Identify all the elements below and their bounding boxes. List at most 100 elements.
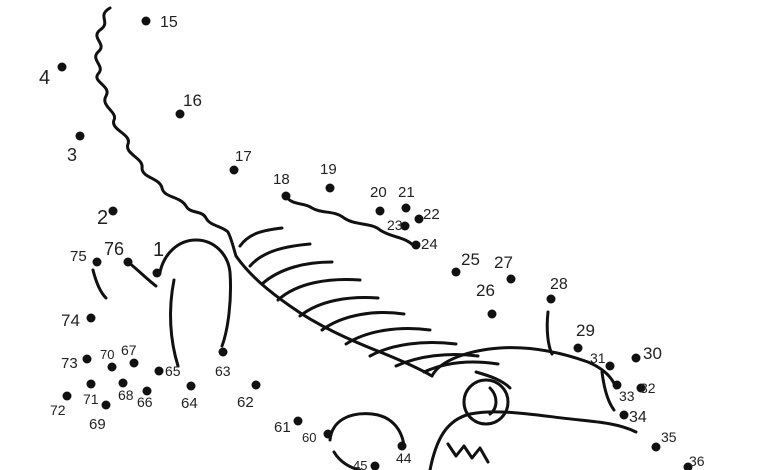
dot-71 — [86, 379, 96, 389]
dot-23 — [400, 221, 410, 231]
dot-label-15: 15 — [160, 14, 178, 31]
dot-34 — [619, 410, 629, 420]
dot-label-36: 36 — [689, 453, 705, 469]
dot-label-66: 66 — [137, 394, 153, 410]
dot-44 — [397, 441, 407, 451]
dot-label-75: 75 — [70, 248, 87, 265]
dot-17 — [229, 165, 239, 175]
dot-label-76: 76 — [104, 239, 124, 259]
rear-foot-line — [91, 268, 108, 300]
dot-label-62: 62 — [237, 394, 254, 411]
dot-label-45: 45 — [353, 458, 367, 470]
dot-label-64: 64 — [181, 395, 198, 412]
dot-label-30: 30 — [643, 344, 662, 363]
dot-64 — [186, 381, 196, 391]
dot-label-16: 16 — [183, 91, 202, 110]
dot-32 — [636, 383, 646, 393]
dot-72 — [62, 391, 72, 401]
nostril-line — [600, 370, 616, 412]
dot-label-67: 67 — [121, 342, 137, 358]
dot-label-32: 32 — [640, 380, 656, 396]
front-leg-outline — [158, 238, 232, 348]
dot-label-33: 33 — [619, 388, 635, 404]
dot-label-22: 22 — [423, 206, 440, 223]
dot-26 — [487, 309, 497, 319]
dot-label-70: 70 — [100, 347, 114, 362]
dot-label-44: 44 — [396, 450, 412, 466]
dot-60 — [323, 429, 333, 439]
dot-label-72: 72 — [50, 402, 66, 418]
dot-22 — [414, 214, 424, 224]
dot-24 — [411, 240, 421, 250]
dot-label-34: 34 — [629, 409, 647, 426]
teeth — [446, 442, 490, 464]
front-paw — [328, 412, 406, 448]
brow-line — [474, 370, 512, 390]
dot-label-18: 18 — [273, 171, 290, 188]
dot-label-20: 20 — [370, 184, 387, 201]
dot-18 — [281, 191, 291, 201]
dot-33 — [612, 380, 622, 390]
dot-label-25: 25 — [461, 250, 480, 269]
dot-label-26: 26 — [476, 281, 495, 300]
dot-label-61: 61 — [274, 419, 291, 436]
body-outline — [234, 254, 434, 378]
dot-75 — [92, 257, 102, 267]
dot-61 — [293, 416, 303, 426]
dot-29 — [573, 343, 583, 353]
dot-label-74: 74 — [61, 311, 80, 330]
dot-2 — [108, 206, 118, 216]
dot-label-2: 2 — [97, 207, 108, 229]
dot-label-35: 35 — [661, 429, 677, 445]
body-scales — [238, 226, 500, 374]
dot-16 — [175, 109, 185, 119]
dot-70 — [107, 362, 117, 372]
dot-1 — [152, 268, 162, 278]
dot-66 — [142, 386, 152, 396]
dot-3 — [75, 131, 85, 141]
dot-label-19: 19 — [320, 161, 337, 178]
dot-73 — [82, 354, 92, 364]
dot-label-71: 71 — [83, 391, 99, 407]
jaw-line — [428, 410, 638, 470]
dot-label-3: 3 — [67, 145, 77, 165]
dot-25 — [451, 267, 461, 277]
rear-foot-line-2 — [126, 260, 158, 288]
front-paw-toe — [332, 450, 362, 470]
dot-69 — [101, 400, 111, 410]
dot-15 — [141, 16, 151, 26]
dot-label-65: 65 — [165, 363, 181, 379]
dot-68 — [118, 378, 128, 388]
dot-62 — [251, 380, 261, 390]
dot-label-28: 28 — [550, 276, 568, 293]
dot-30 — [631, 353, 641, 363]
dot-67 — [129, 358, 139, 368]
dot-label-17: 17 — [235, 148, 252, 165]
back-spikes — [284, 194, 416, 248]
dot-63 — [218, 347, 228, 357]
dot-label-21: 21 — [398, 184, 415, 201]
dot-label-24: 24 — [421, 236, 438, 253]
dot-74 — [86, 313, 96, 323]
dot-label-4: 4 — [39, 67, 50, 89]
dot-35 — [651, 442, 661, 452]
dot-31 — [605, 361, 615, 371]
eye-ring — [462, 378, 510, 426]
dot-label-31: 31 — [590, 350, 606, 366]
dot-21 — [401, 203, 411, 213]
dot-label-29: 29 — [576, 321, 595, 340]
dot-19 — [325, 183, 335, 193]
dot-28 — [546, 294, 556, 304]
dot-label-69: 69 — [89, 416, 106, 433]
dot-4 — [57, 62, 67, 72]
front-leg-inner — [169, 278, 180, 368]
dot-45 — [370, 461, 380, 470]
dot-36 — [683, 462, 693, 470]
dot-label-27: 27 — [494, 253, 513, 272]
dot-20 — [375, 206, 385, 216]
dot-label-1: 1 — [153, 239, 164, 261]
dot-76 — [123, 257, 133, 267]
